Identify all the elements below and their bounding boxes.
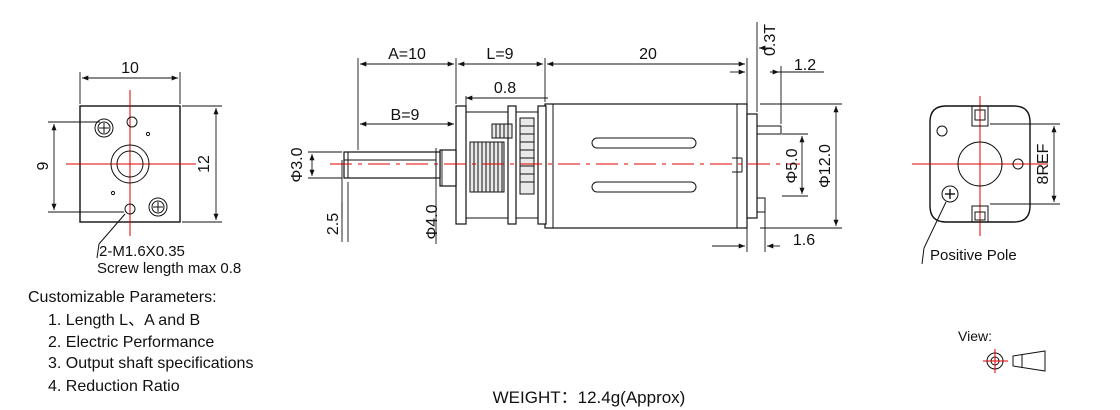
motor-side-view	[308, 22, 842, 252]
param-item-3: 3. Output shaft specifications	[48, 355, 253, 372]
dim-terminal-offset: 1.6	[793, 232, 815, 249]
view-label: View:	[958, 328, 992, 344]
param-item-4: 4. Reduction Ratio	[48, 378, 180, 395]
dim-motor-length: 20	[639, 46, 657, 63]
dim-thickness: 0.3T	[762, 24, 779, 56]
projection-view-symbol	[983, 349, 1046, 373]
dim-left-height: 12	[196, 155, 213, 173]
dim-bearing-diameter: Φ5.0	[784, 148, 801, 183]
weight-label: WEIGHT：12.4g(Approx)	[493, 388, 686, 407]
dim-ref: 8REF	[1035, 143, 1052, 184]
dim-left-width: 10	[121, 60, 139, 77]
dim-l-length: L=9	[486, 46, 513, 63]
gearbox-front-view	[48, 72, 222, 259]
dim-gap: 0.8	[494, 80, 516, 97]
param-item-2: 2. Electric Performance	[48, 334, 214, 351]
dim-a-length: A=10	[388, 46, 426, 63]
dim-boss-diameter: Φ4.0	[424, 204, 441, 239]
dim-terminal-width: 1.2	[794, 57, 816, 74]
screw-length-note: Screw length max 0.8	[97, 260, 241, 277]
dim-shaft-diameter: Φ3.0	[289, 147, 306, 182]
positive-pole-label: Positive Pole	[930, 247, 1017, 264]
param-item-1: 1. Length L、A and B	[48, 312, 200, 329]
params-heading: Customizable Parameters:	[28, 289, 217, 306]
dim-body-diameter: Φ12.0	[817, 144, 834, 188]
screw-spec-note: 2-M1.6X0.35	[99, 243, 185, 260]
dim-hole-spacing: 9	[35, 161, 52, 170]
dim-b-length: B=9	[391, 107, 420, 124]
dim-flat: 2.5	[325, 213, 342, 235]
motor-rear-view	[912, 96, 1060, 265]
